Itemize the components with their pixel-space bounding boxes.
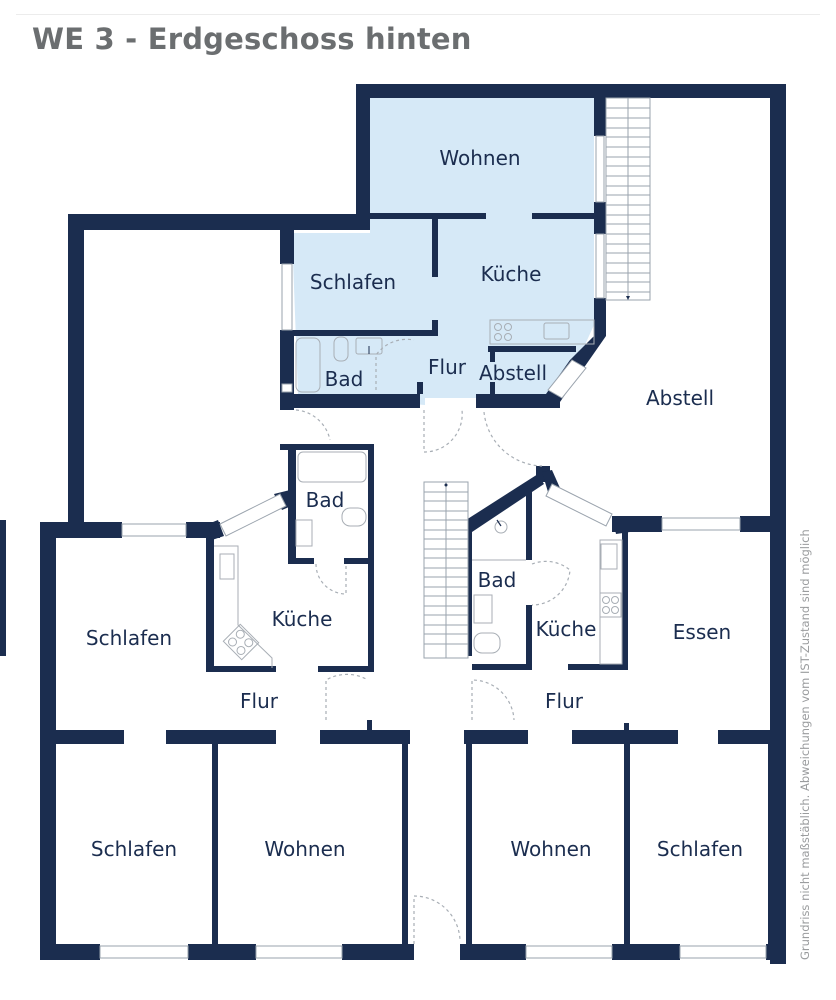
room-label-west-bad: Bad [306, 488, 345, 512]
stairs-upper [605, 97, 651, 301]
room-label-we3-abstell: Abstell [479, 361, 547, 385]
room-label-west-kueche: Küche [272, 607, 333, 631]
room-label-west-wohnen: Wohnen [264, 837, 345, 861]
windows [99, 135, 767, 959]
room-label-west-schlafen-mid: Schlafen [86, 626, 172, 650]
room-label-east-wohnen: Wohnen [510, 837, 591, 861]
room-label-abstell-large: Abstell [646, 386, 714, 410]
scale-disclaimer: Grundriss nicht maßstäblich. Abweichunge… [798, 529, 812, 960]
room-label-east-kueche: Küche [536, 617, 597, 641]
room-label-east-bad: Bad [478, 568, 517, 592]
page-title: WE 3 - Erdgeschoss hinten [32, 22, 472, 56]
room-labels: Wohnen Schlafen Küche Bad Flur Abstell A… [86, 146, 743, 861]
room-label-we3-schlafen: Schlafen [310, 270, 396, 294]
room-label-east-schlafen: Schlafen [657, 837, 743, 861]
room-label-we3-flur: Flur [428, 355, 467, 379]
fixtures [214, 319, 623, 668]
room-label-east-flur: Flur [545, 689, 584, 713]
room-label-we3-bad: Bad [325, 367, 364, 391]
room-label-west-flur: Flur [240, 689, 279, 713]
room-label-east-essen: Essen [673, 620, 731, 644]
walls [0, 84, 786, 964]
room-label-west-schlafen-bottom: Schlafen [91, 837, 177, 861]
room-label-we3-kueche: Küche [481, 262, 542, 286]
header-divider [16, 14, 820, 15]
room-label-we3-wohnen: Wohnen [439, 146, 520, 170]
doors [295, 338, 571, 944]
we3-highlight [292, 98, 594, 405]
stairs-central [423, 481, 469, 659]
